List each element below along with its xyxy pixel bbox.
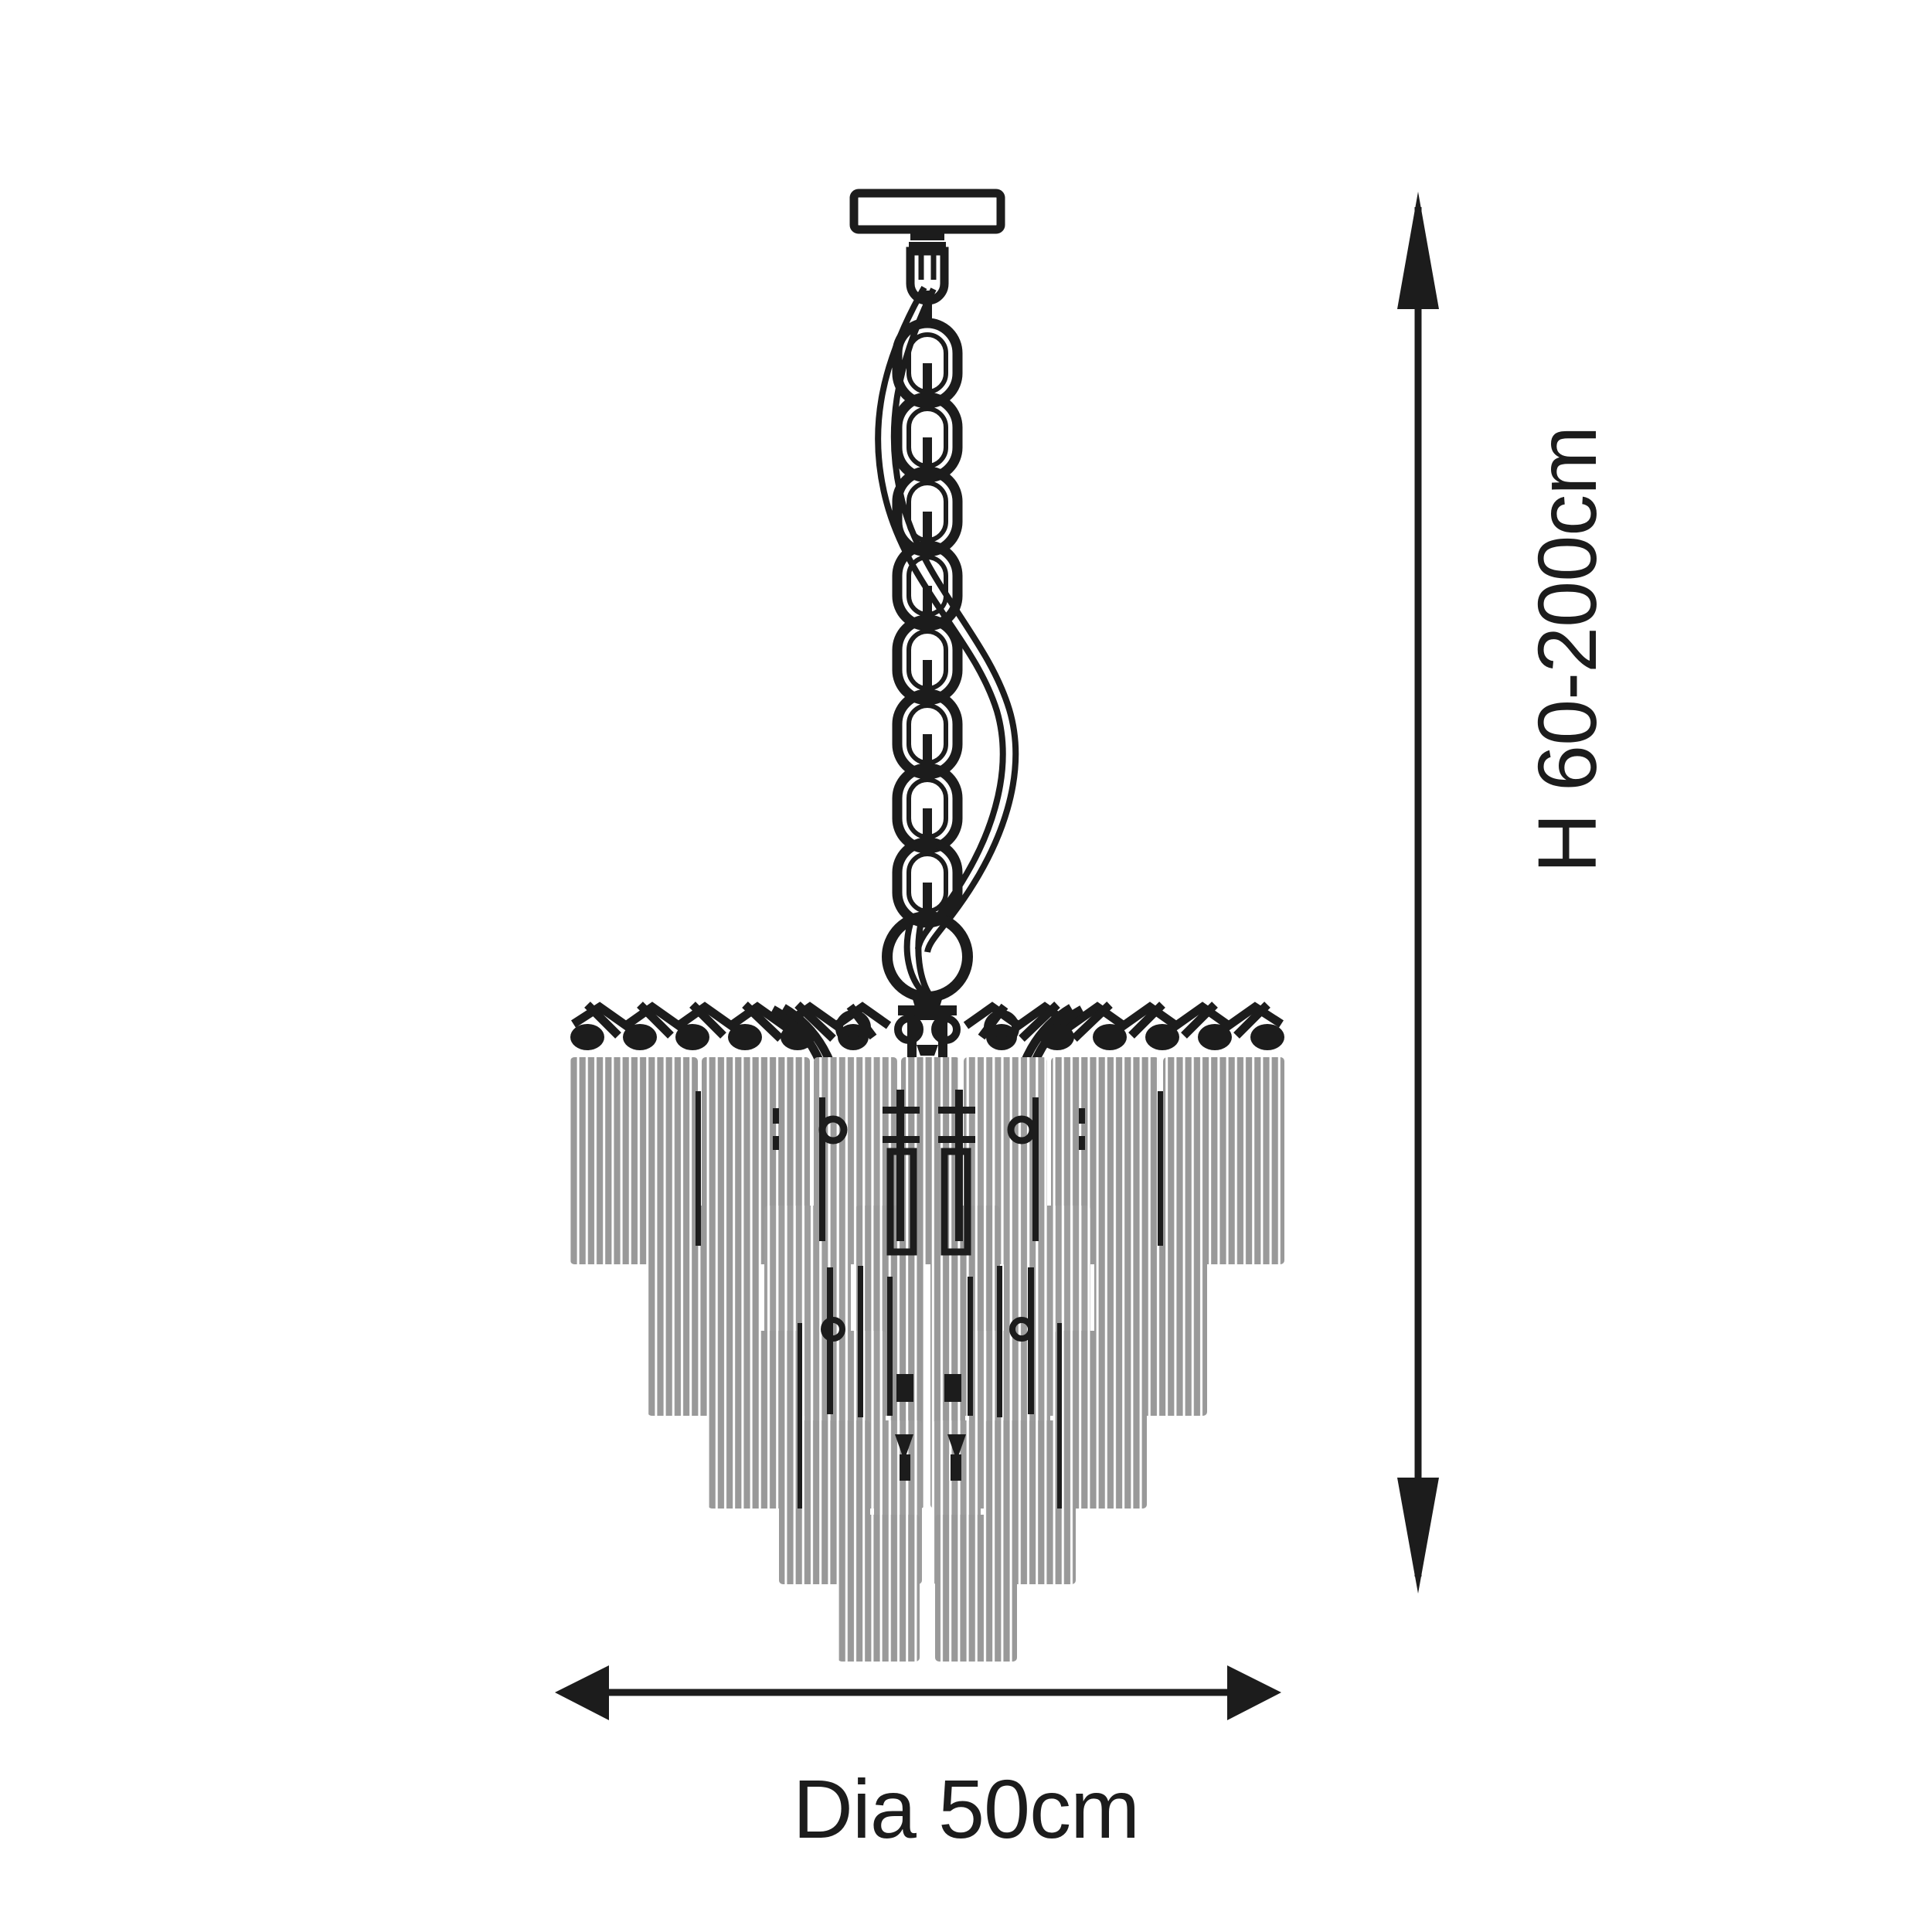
inner-hardware-details [696,1090,1163,1509]
diameter-dimension-label: Dia 50cm [792,1762,1140,1855]
ceiling-mount-plate [849,189,1005,305]
suspension-ring [882,911,973,1068]
width-arrow-left-icon [555,1665,609,1720]
height-dimension [1397,192,1439,1594]
tier-3-glass-rods [708,1331,1147,1509]
tier-4-glass-rods [779,1420,1076,1584]
tier-5-glass-rods [838,1515,1017,1662]
height-arrow-up-icon [1397,192,1439,309]
suspension-chain [892,291,963,928]
width-arrow-right-icon [1227,1665,1281,1720]
height-arrow-down-icon [1397,1478,1439,1594]
height-dimension-label: H 60-200cm [1520,426,1614,873]
width-dimension [555,1665,1281,1720]
